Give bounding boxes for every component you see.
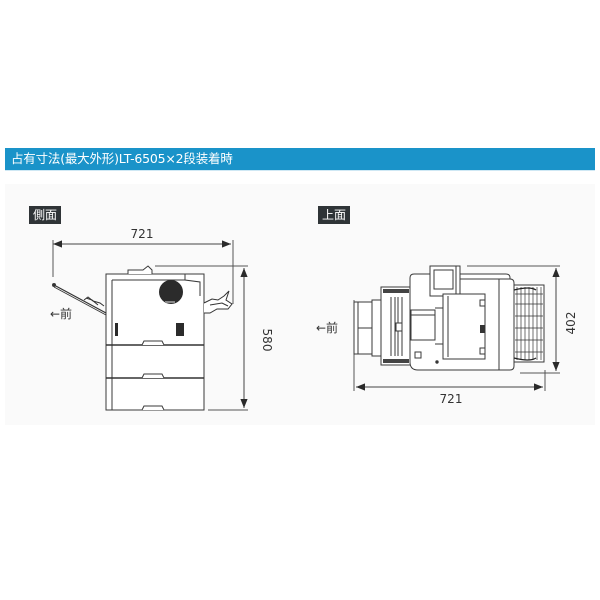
- side-view-label: 側面: [29, 206, 62, 224]
- side-width-value: 721: [131, 227, 154, 241]
- top-width-value: 721: [440, 392, 463, 406]
- side-height-value: 580: [260, 329, 274, 352]
- side-front-indicator: ←前: [50, 306, 72, 321]
- rear-cover: [184, 274, 201, 296]
- toner-port-icon: [159, 280, 183, 304]
- banner-underline: [5, 170, 595, 171]
- top-view-label: 上面: [318, 206, 351, 224]
- top-depth-value: 402: [564, 312, 578, 335]
- side-view-drawing: [52, 240, 248, 411]
- section-title: 占有寸法(最大外形)LT-6505×2段装着時: [11, 151, 233, 166]
- section-title-banner: 占有寸法(最大外形)LT-6505×2段装着時: [5, 148, 595, 170]
- top-front-indicator: ←前: [316, 320, 338, 335]
- top-view-drawing: [353, 265, 560, 391]
